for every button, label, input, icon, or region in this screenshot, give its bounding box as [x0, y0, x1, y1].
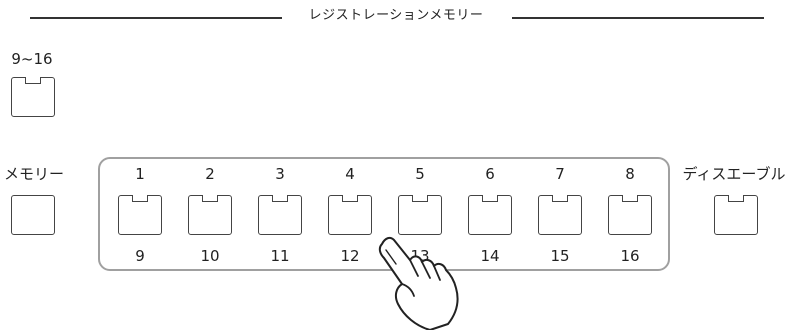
slot-led: [272, 195, 288, 202]
top-number-5: 5: [415, 165, 425, 183]
top-number-2: 2: [205, 165, 215, 183]
pointing-hand-icon: [378, 236, 459, 330]
top-number-3: 3: [275, 165, 285, 183]
memory-slot-button-6[interactable]: [468, 195, 512, 235]
bottom-number-11: 11: [270, 247, 290, 265]
memory-button[interactable]: [11, 195, 55, 235]
bottom-number-12: 12: [340, 247, 360, 265]
memory-slot-button-3[interactable]: [258, 195, 302, 235]
bottom-number-15: 15: [550, 247, 570, 265]
section-title: レジストレーションメモリー: [308, 8, 484, 23]
slot-led: [342, 195, 358, 202]
slot-led: [202, 195, 218, 202]
disable-label: ディスエーブル: [682, 165, 786, 183]
bottom-number-14: 14: [480, 247, 500, 265]
memory-slot-button-2[interactable]: [188, 195, 232, 235]
bank-led: [25, 77, 41, 84]
bottom-number-9: 9: [135, 247, 145, 265]
memory-slot-button-8[interactable]: [608, 195, 652, 235]
disable-led: [728, 195, 744, 202]
top-number-7: 7: [555, 165, 565, 183]
slot-led: [412, 195, 428, 202]
slot-led: [482, 195, 498, 202]
bottom-number-16: 16: [620, 247, 640, 265]
slot-led: [622, 195, 638, 202]
bank-9-16-button[interactable]: [11, 77, 55, 117]
memory-buttons-frame: [98, 157, 670, 271]
top-number-1: 1: [135, 165, 145, 183]
bottom-number-10: 10: [200, 247, 220, 265]
memory-slot-button-1[interactable]: [118, 195, 162, 235]
memory-slot-button-4[interactable]: [328, 195, 372, 235]
memory-label: メモリー: [3, 165, 64, 183]
top-number-6: 6: [485, 165, 495, 183]
slot-led: [552, 195, 568, 202]
memory-slot-button-5[interactable]: [398, 195, 442, 235]
top-number-4: 4: [345, 165, 355, 183]
header-line-right: [512, 17, 764, 19]
header-line-left: [30, 17, 282, 19]
bank-label: 9~16: [11, 50, 53, 68]
top-number-8: 8: [625, 165, 635, 183]
slot-led: [132, 195, 148, 202]
memory-slot-button-7[interactable]: [538, 195, 582, 235]
disable-button[interactable]: [714, 195, 758, 235]
